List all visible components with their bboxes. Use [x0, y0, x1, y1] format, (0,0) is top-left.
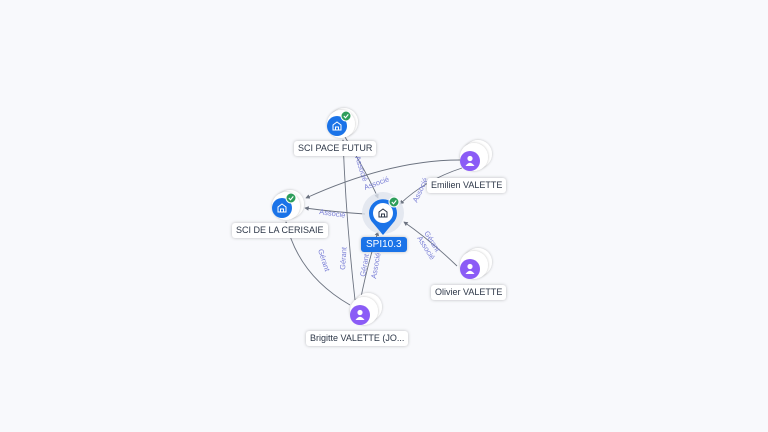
person-icon [465, 263, 475, 274]
check-icon [285, 192, 297, 204]
check-icon [388, 196, 400, 208]
node-sci-de-la-cerisaie[interactable] [272, 190, 304, 220]
node-sci-pace-futur[interactable] [327, 108, 358, 138]
node-label-sci-pace-futur[interactable]: SCI PACE FUTUR [294, 141, 377, 156]
node-label-emilien-valette[interactable]: Emilien VALETTE [427, 178, 507, 193]
edge-emilien-cerisaie [305, 159, 461, 199]
building-icon [378, 208, 388, 218]
node-label-brigitte-valette[interactable]: Brigitte VALETTE (JO... [306, 331, 409, 346]
edge-label-center-cerisaie: Associé [319, 207, 346, 220]
person-icon [465, 155, 475, 166]
building-icon [277, 203, 287, 213]
company-icon-bg [272, 198, 292, 218]
node-emilien-valette[interactable] [460, 140, 492, 171]
company-icon-bg [327, 116, 347, 136]
person-icon [355, 309, 365, 320]
edge-center-cerisaie [304, 206, 366, 215]
edge-olivier-center [403, 221, 458, 267]
check-icon [340, 110, 352, 122]
edge-label-brigitte-center-associe: Associé [369, 252, 382, 279]
node-label-olivier-valette[interactable]: Olivier VALETTE [431, 285, 507, 300]
edge-label-brigitte-cerisaie: Gérant [316, 248, 332, 273]
edge-brigitte-pace [340, 139, 356, 301]
edge-label-brigitte-center-gerant: Gérant [358, 252, 371, 277]
node-spi10-3[interactable] [362, 192, 404, 235]
edge-label-brigitte-pace: Gérant [338, 246, 349, 270]
node-label-sci-de-la-cerisaie[interactable]: SCI DE LA CERISAIE [232, 223, 328, 238]
node-brigitte-valette[interactable] [350, 293, 382, 325]
node-label-spi10-3[interactable]: SPI10.3 [361, 237, 407, 252]
node-olivier-valette[interactable] [460, 248, 492, 279]
building-icon [332, 121, 342, 131]
